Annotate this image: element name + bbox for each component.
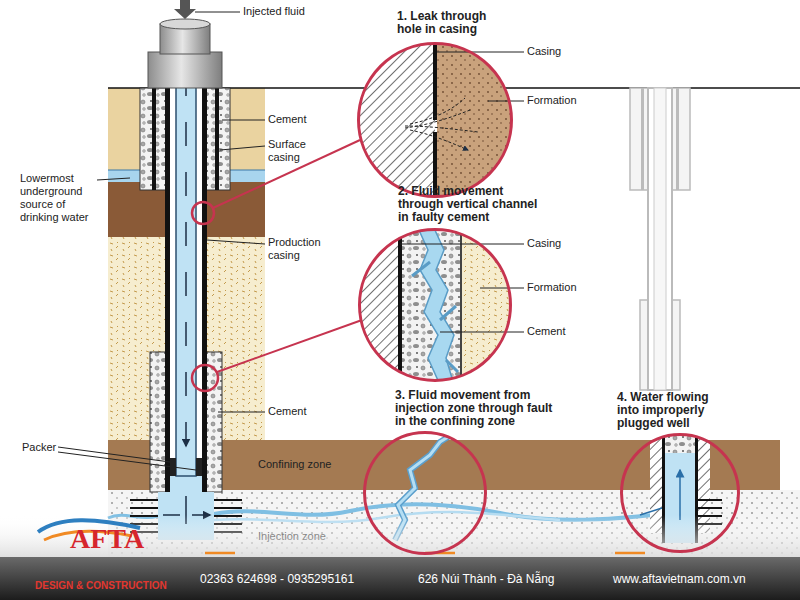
part-label: Injected fluid [243,5,305,18]
casing-wall [433,40,437,120]
wellhead-flange [148,52,222,88]
injection-tubing [176,52,196,476]
detail-circle: 4. Water flowing into improperly plugged… [620,433,740,553]
flow-arrow [185,72,187,446]
circle-outline [357,42,513,198]
callout-heading: 3. Fluid movement from injection zone th… [395,389,560,428]
production-casing-wall [202,88,207,492]
formation-fill [462,225,532,390]
part-label: Surface casing [268,138,323,164]
formation-fill [437,40,522,205]
callout-heading: 4. Water flowing into improperly plugged… [617,391,722,430]
callout-ring [192,365,218,391]
surface-casing-wall [215,88,219,190]
circle-outline [363,431,487,555]
callout-leader [217,320,362,372]
part-label: Casing [527,45,561,58]
injection-arrow [174,0,196,19]
footer-text: 02363 624698 - 0935295161 [200,572,354,586]
detail-circle: 3. Fluid movement from injection zone th… [363,431,487,555]
logo-text: AFTA [70,524,144,554]
part-label: Lowermost underground source of drinking… [20,172,105,224]
zone-label: Confining zone [258,458,331,471]
part-label: Casing [527,237,561,250]
footer-bar [0,557,800,600]
packer-element [196,458,202,476]
part-label: Cement [268,405,307,418]
surface-casing-wall [152,88,156,190]
footer-text: www.aftavietnam.com.vn [613,572,746,586]
circle-ring [622,435,739,552]
production-casing-wall [165,88,170,492]
leak-arrow [405,98,478,150]
ghost-casing [648,88,672,390]
callout-leader [213,140,360,208]
detail-circle: 2. Fluid movement through vertical chann… [358,228,512,382]
part-label: Production casing [268,236,333,262]
cement-edge [460,225,462,390]
ghost-casing [641,88,644,190]
callout-heading: 2. Fluid movement through vertical chann… [398,185,543,224]
casing-wall [398,225,402,390]
circle-outline [358,228,512,382]
circle-ring [365,433,486,554]
circle-ring [360,230,511,381]
channel-detail [350,225,532,390]
cement-fill [402,225,460,390]
part-label: Formation [527,94,577,107]
leak-detail [350,40,522,207]
detail-circle: 1. Leak through hole in casing [357,42,513,198]
casing-interior [350,40,435,205]
part-label: Packer [22,441,56,454]
circle-outline [620,433,740,553]
part-label: Cement [268,113,307,126]
footer-text: 626 Núi Thành - Đà Nẵng [418,572,555,586]
ghost-casing [676,88,679,190]
circle-ring [359,44,512,197]
channel-branch [412,262,458,372]
part-label: Formation [527,281,577,294]
callout-heading: 1. Leak through hole in casing [397,10,507,36]
logo-tagline: DESIGN & CONSTRUCTION [35,580,167,592]
callout-ring [192,202,214,224]
wellhead-top [160,19,210,29]
well-fluid [170,476,202,492]
part-label: Cement [527,325,566,338]
ghost-tubing [654,88,666,390]
